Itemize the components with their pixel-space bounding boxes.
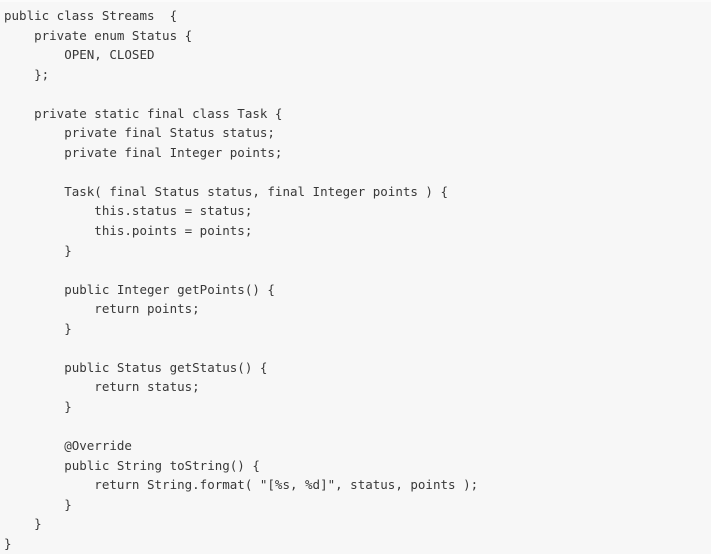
code-block: public class Streams { private enum Stat… [4, 8, 479, 551]
